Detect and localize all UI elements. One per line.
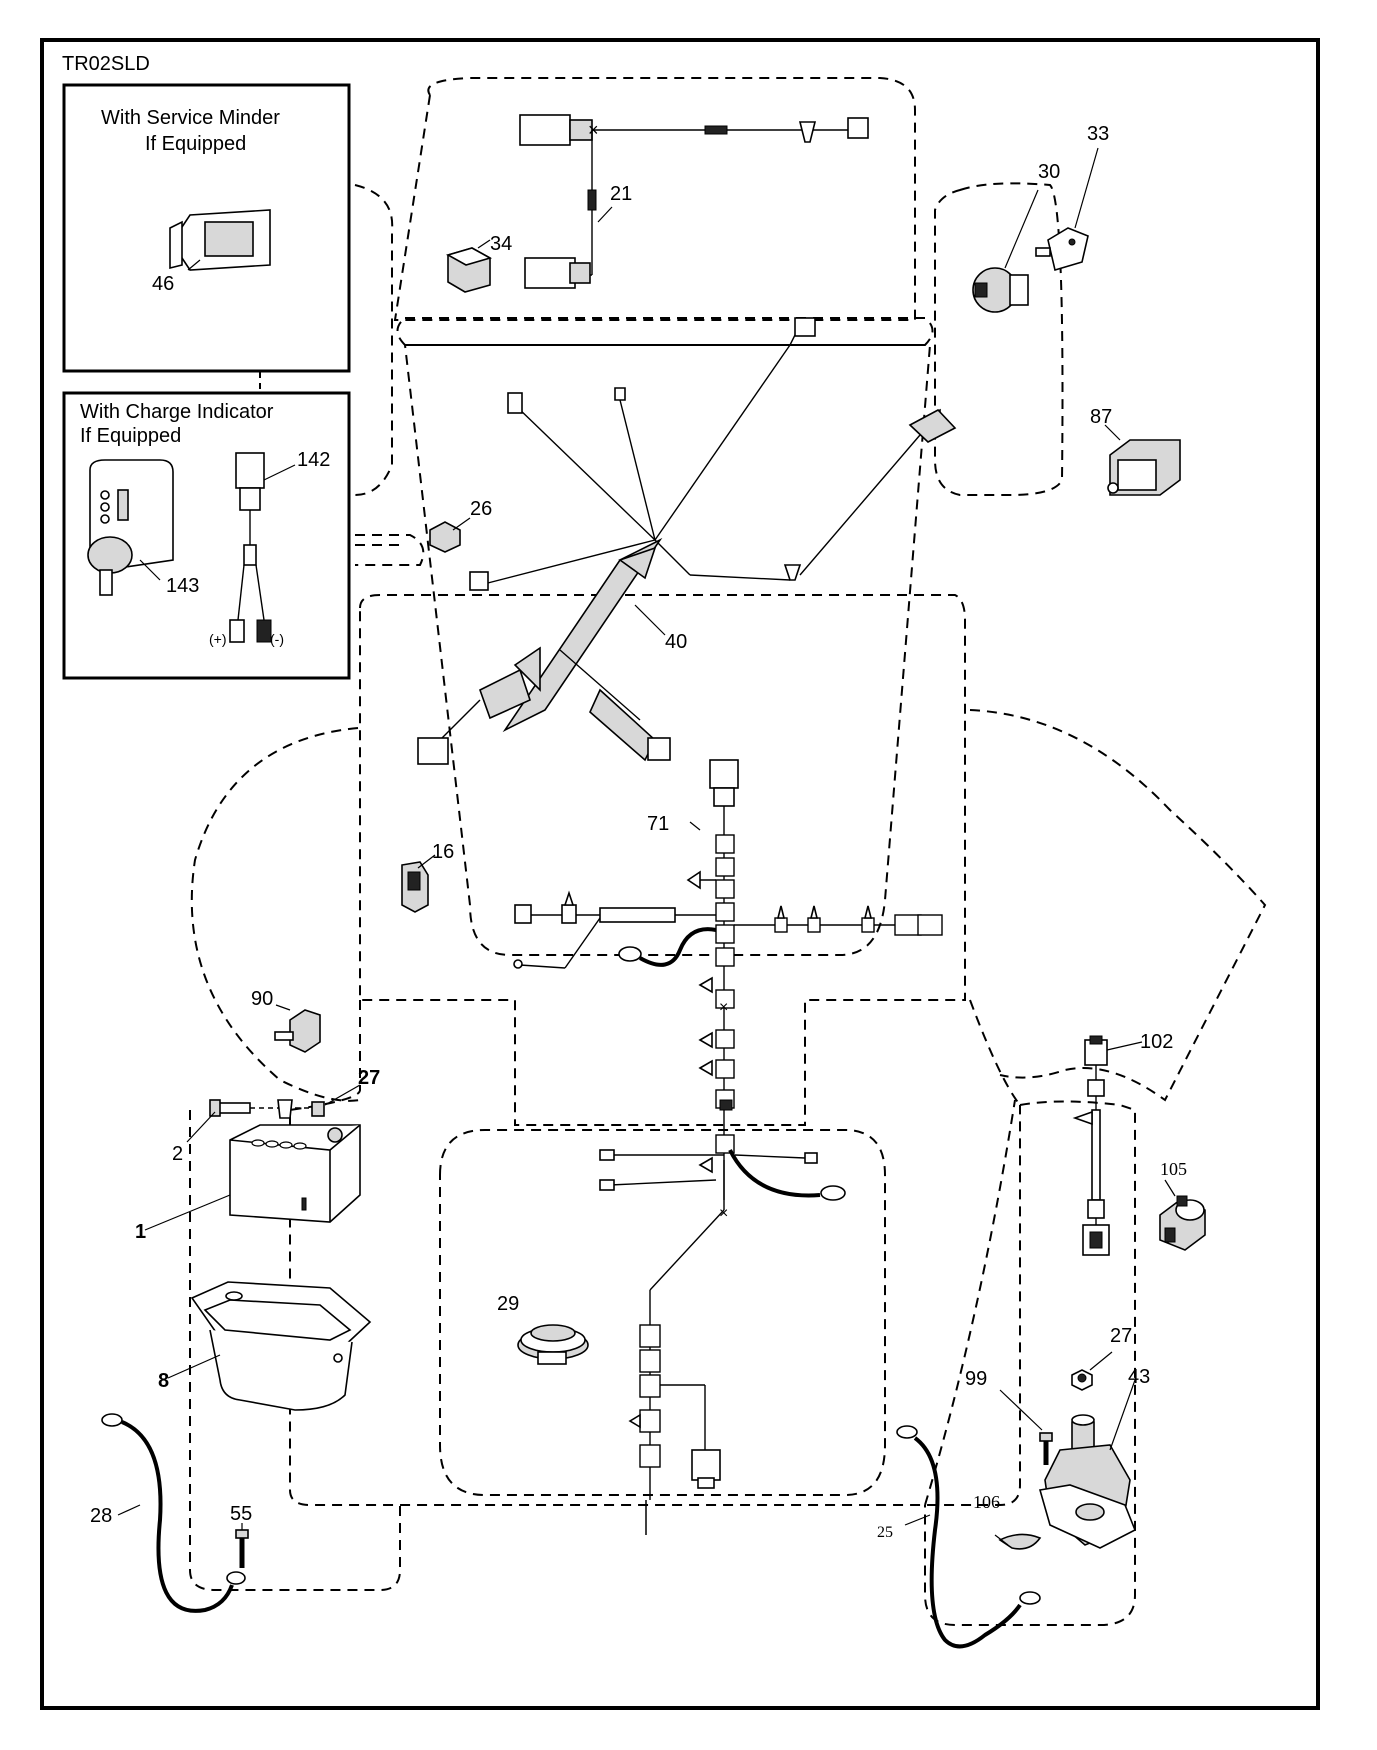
- harness-21: ×: [519, 114, 869, 289]
- part-43-solenoid: [1038, 1379, 1137, 1549]
- callout-99: 99: [965, 1368, 987, 1390]
- callout-27a: 27: [358, 1067, 380, 1089]
- callout-29: 29: [497, 1293, 519, 1315]
- main-harness-40: [417, 317, 957, 765]
- outer-frame: [40, 38, 1320, 1710]
- inset-charge-indicator-subtitle: If Equipped: [80, 425, 181, 447]
- callout-46: 46: [152, 273, 174, 295]
- svg-text:×: ×: [588, 120, 599, 140]
- callout-33: 33: [1087, 123, 1109, 145]
- part-34-switch: [445, 239, 493, 293]
- part-33-key: [1035, 147, 1099, 272]
- service-minder-part: [169, 209, 271, 271]
- callout-30: 30: [1038, 161, 1060, 183]
- lower-harness: ×: [599, 1149, 846, 1535]
- inset-charge-indicator: With Charge Indicator If Equipped 143 14…: [62, 391, 351, 680]
- svg-text:×: ×: [719, 999, 728, 1016]
- callout-8: 8: [158, 1370, 169, 1392]
- callout-28: 28: [90, 1505, 112, 1527]
- part-90-plug: [274, 1004, 321, 1053]
- callout-106: 106: [973, 1492, 1000, 1512]
- part-106-clip: [994, 1533, 1042, 1550]
- part-105-solenoid: [1159, 1179, 1206, 1251]
- callout-142: 142: [297, 449, 330, 471]
- callout-27b: 27: [1110, 1325, 1132, 1347]
- callout-102: 102: [1140, 1031, 1173, 1053]
- callout-55: 55: [230, 1503, 252, 1525]
- part-26-fuse: [429, 517, 471, 553]
- inset-service-minder-title: With Service Minder: [101, 107, 280, 129]
- terminal-minus: (-): [270, 631, 284, 647]
- terminal-plus: (+): [209, 631, 227, 647]
- callout-90: 90: [251, 988, 273, 1010]
- callout-2: 2: [172, 1143, 183, 1165]
- callout-34: 34: [490, 233, 512, 255]
- charge-indicator-harness: [229, 452, 296, 643]
- callout-1: 1: [135, 1221, 146, 1243]
- callout-71: 71: [647, 813, 669, 835]
- part-27-nut-lower: [1071, 1351, 1113, 1391]
- charge-indicator-part: [87, 459, 174, 596]
- part-2-bolt: [186, 1099, 315, 1143]
- diagram-code: TR02SLD: [62, 53, 150, 75]
- callout-40: 40: [665, 631, 687, 653]
- callout-21: 21: [610, 183, 632, 205]
- svg-text:×: ×: [719, 1205, 728, 1222]
- callout-43: 43: [1128, 1366, 1150, 1388]
- chassis-outline: [189, 77, 1267, 1626]
- part-55-bolt: [235, 1523, 249, 1568]
- callout-16: 16: [432, 841, 454, 863]
- part-99-bolt: [999, 1389, 1053, 1465]
- callout-105: 105: [1160, 1159, 1187, 1179]
- part-25-cable: [896, 1425, 1041, 1649]
- inset-charge-indicator-title: With Charge Indicator: [80, 401, 274, 423]
- harness-71: ×: [513, 759, 943, 1200]
- part-102-harness: [1072, 1035, 1143, 1256]
- part-27-nut-top: [311, 1084, 361, 1117]
- part-1-battery: [144, 1124, 361, 1231]
- callout-143: 143: [166, 575, 199, 597]
- callout-25: 25: [877, 1524, 893, 1541]
- callout-26: 26: [470, 498, 492, 520]
- part-29-grommet: [517, 1324, 589, 1365]
- part-30-ignition: [972, 189, 1039, 313]
- part-16-switch: [401, 854, 436, 913]
- part-28-cable: [101, 1413, 246, 1613]
- part-87-relay: [1104, 424, 1181, 496]
- inset-service-minder: With Service Minder If Equipped 46: [62, 83, 351, 373]
- callout-87: 87: [1090, 406, 1112, 428]
- part-8-tray: [167, 1281, 372, 1411]
- inset-service-minder-subtitle: If Equipped: [145, 133, 246, 155]
